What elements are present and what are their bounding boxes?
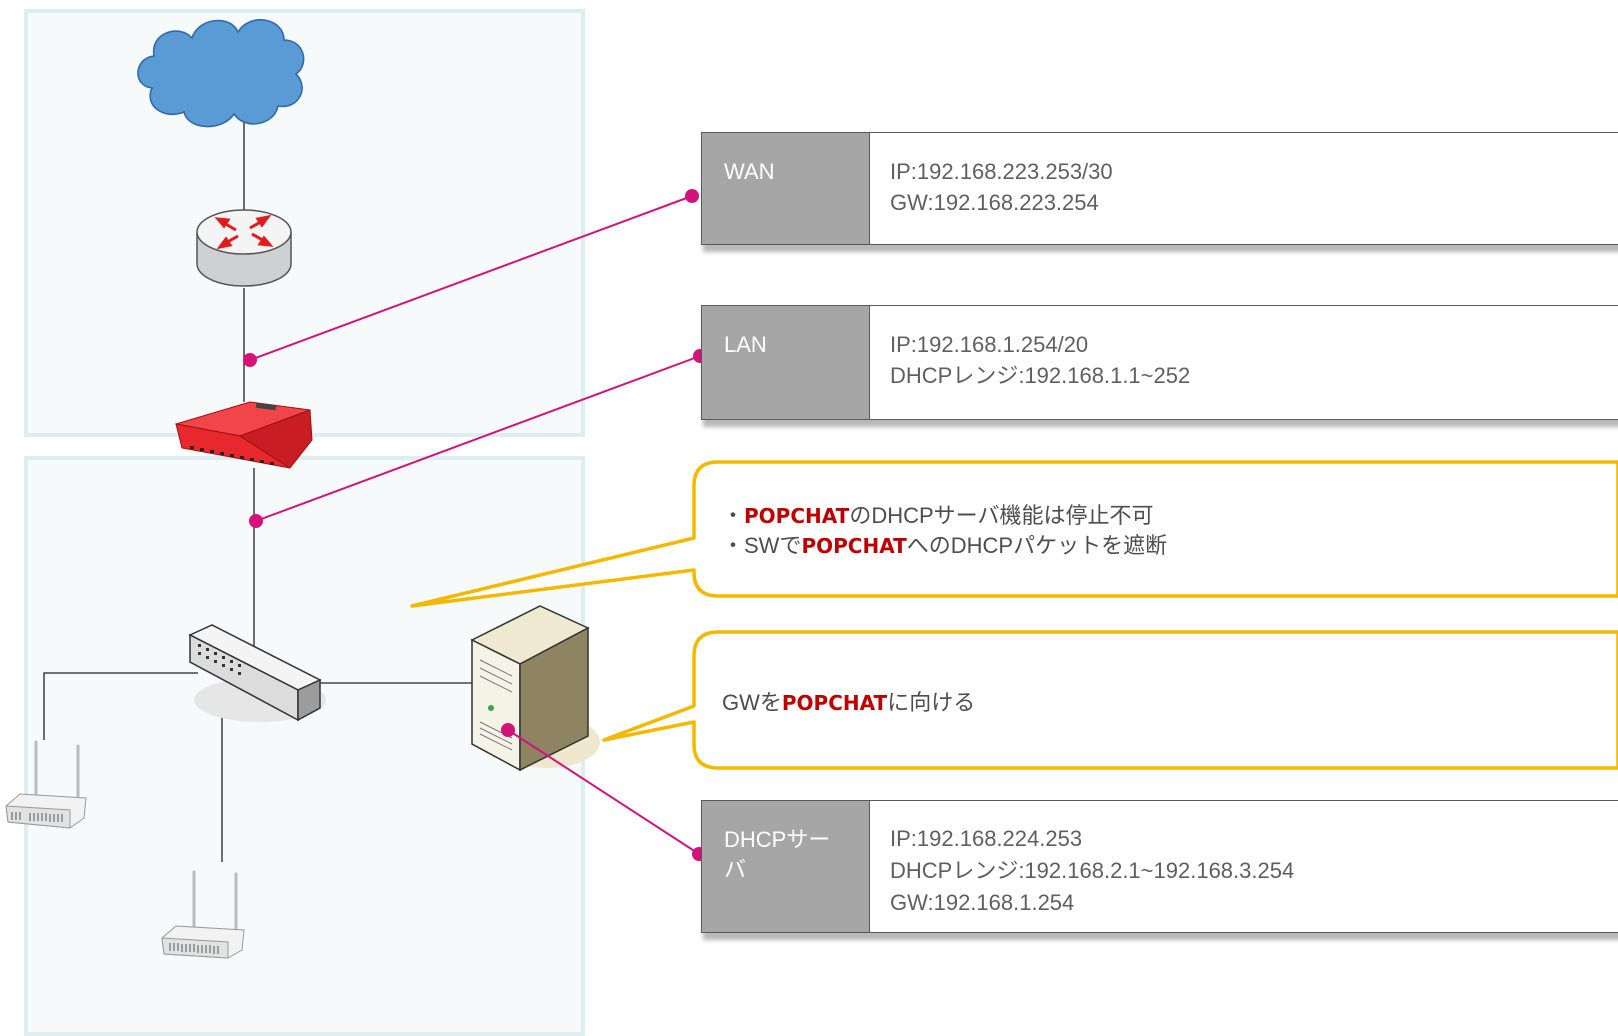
note-text: に向ける	[887, 690, 976, 715]
callout-note-2	[602, 630, 1618, 770]
brand-name: POPCHAT	[781, 691, 888, 715]
wan-ip: IP:192.168.223.253/30	[890, 159, 1113, 184]
callout-note-1	[410, 460, 1618, 608]
note-text: GWを	[722, 690, 782, 715]
switch-icon	[188, 624, 326, 722]
dhcp-server-ip: IP:192.168.224.253	[890, 826, 1083, 851]
note-text: のDHCPサーバ機能は停止不可	[849, 503, 1154, 528]
dhcp-server-range: DHCPレンジ:192.168.2.1~192.168.3.254	[890, 858, 1295, 883]
dhcp-server-gateway: GW:192.168.1.254	[890, 890, 1075, 915]
lan-dhcp-range: DHCPレンジ:192.168.1.1~252	[890, 363, 1191, 388]
brand-name: POPCHAT	[744, 504, 850, 528]
access-point-icon	[161, 870, 245, 959]
lan-label: LAN	[702, 306, 870, 419]
router-icon	[196, 209, 292, 287]
lan-settings-card: LAN IP:192.168.1.254/20 DHCPレンジ:192.168.…	[701, 305, 1618, 420]
connector-wan	[243, 189, 699, 367]
lan-ip: IP:192.168.1.254/20	[890, 332, 1089, 357]
dhcp-server-details: IP:192.168.224.253 DHCPレンジ:192.168.2.1~1…	[870, 801, 1618, 932]
dhcp-server-label-line1: DHCPサー	[724, 827, 831, 852]
wan-gateway: GW:192.168.223.254	[890, 190, 1099, 215]
note-1-line-1: ・POPCHATのDHCPサーバ機能は停止不可	[722, 501, 1167, 531]
note-text: ・SWで	[722, 533, 802, 558]
server-icon	[470, 605, 600, 772]
lan-details: IP:192.168.1.254/20 DHCPレンジ:192.168.1.1~…	[870, 306, 1618, 419]
note-1-line-2: ・SWでPOPCHATへのDHCPパケットを遮断	[722, 531, 1167, 561]
note-dhcp-block: ・POPCHATのDHCPサーバ機能は停止不可 ・SWでPOPCHATへのDHC…	[722, 501, 1167, 561]
dhcp-server-card: DHCPサー バ IP:192.168.224.253 DHCPレンジ:192.…	[701, 800, 1618, 933]
wan-label: WAN	[702, 133, 870, 244]
cloud-icon	[137, 19, 305, 128]
wan-details: IP:192.168.223.253/30 GW:192.168.223.254	[870, 133, 1618, 244]
note-text: へのDHCPパケットを遮断	[906, 533, 1168, 558]
link-switch-ap1	[43, 672, 198, 740]
dhcp-server-label-line2: バ	[724, 857, 747, 882]
firewall-appliance-icon	[175, 401, 313, 469]
wan-zone	[24, 9, 585, 437]
note-gateway: GWをPOPCHATに向ける	[722, 688, 975, 718]
connector-lan	[249, 349, 707, 528]
brand-name: POPCHAT	[801, 534, 907, 558]
wan-settings-card: WAN IP:192.168.223.253/30 GW:192.168.223…	[701, 132, 1618, 245]
access-point-icon	[5, 740, 87, 829]
dhcp-server-label: DHCPサー バ	[702, 801, 870, 932]
note-text: ・	[722, 503, 745, 528]
